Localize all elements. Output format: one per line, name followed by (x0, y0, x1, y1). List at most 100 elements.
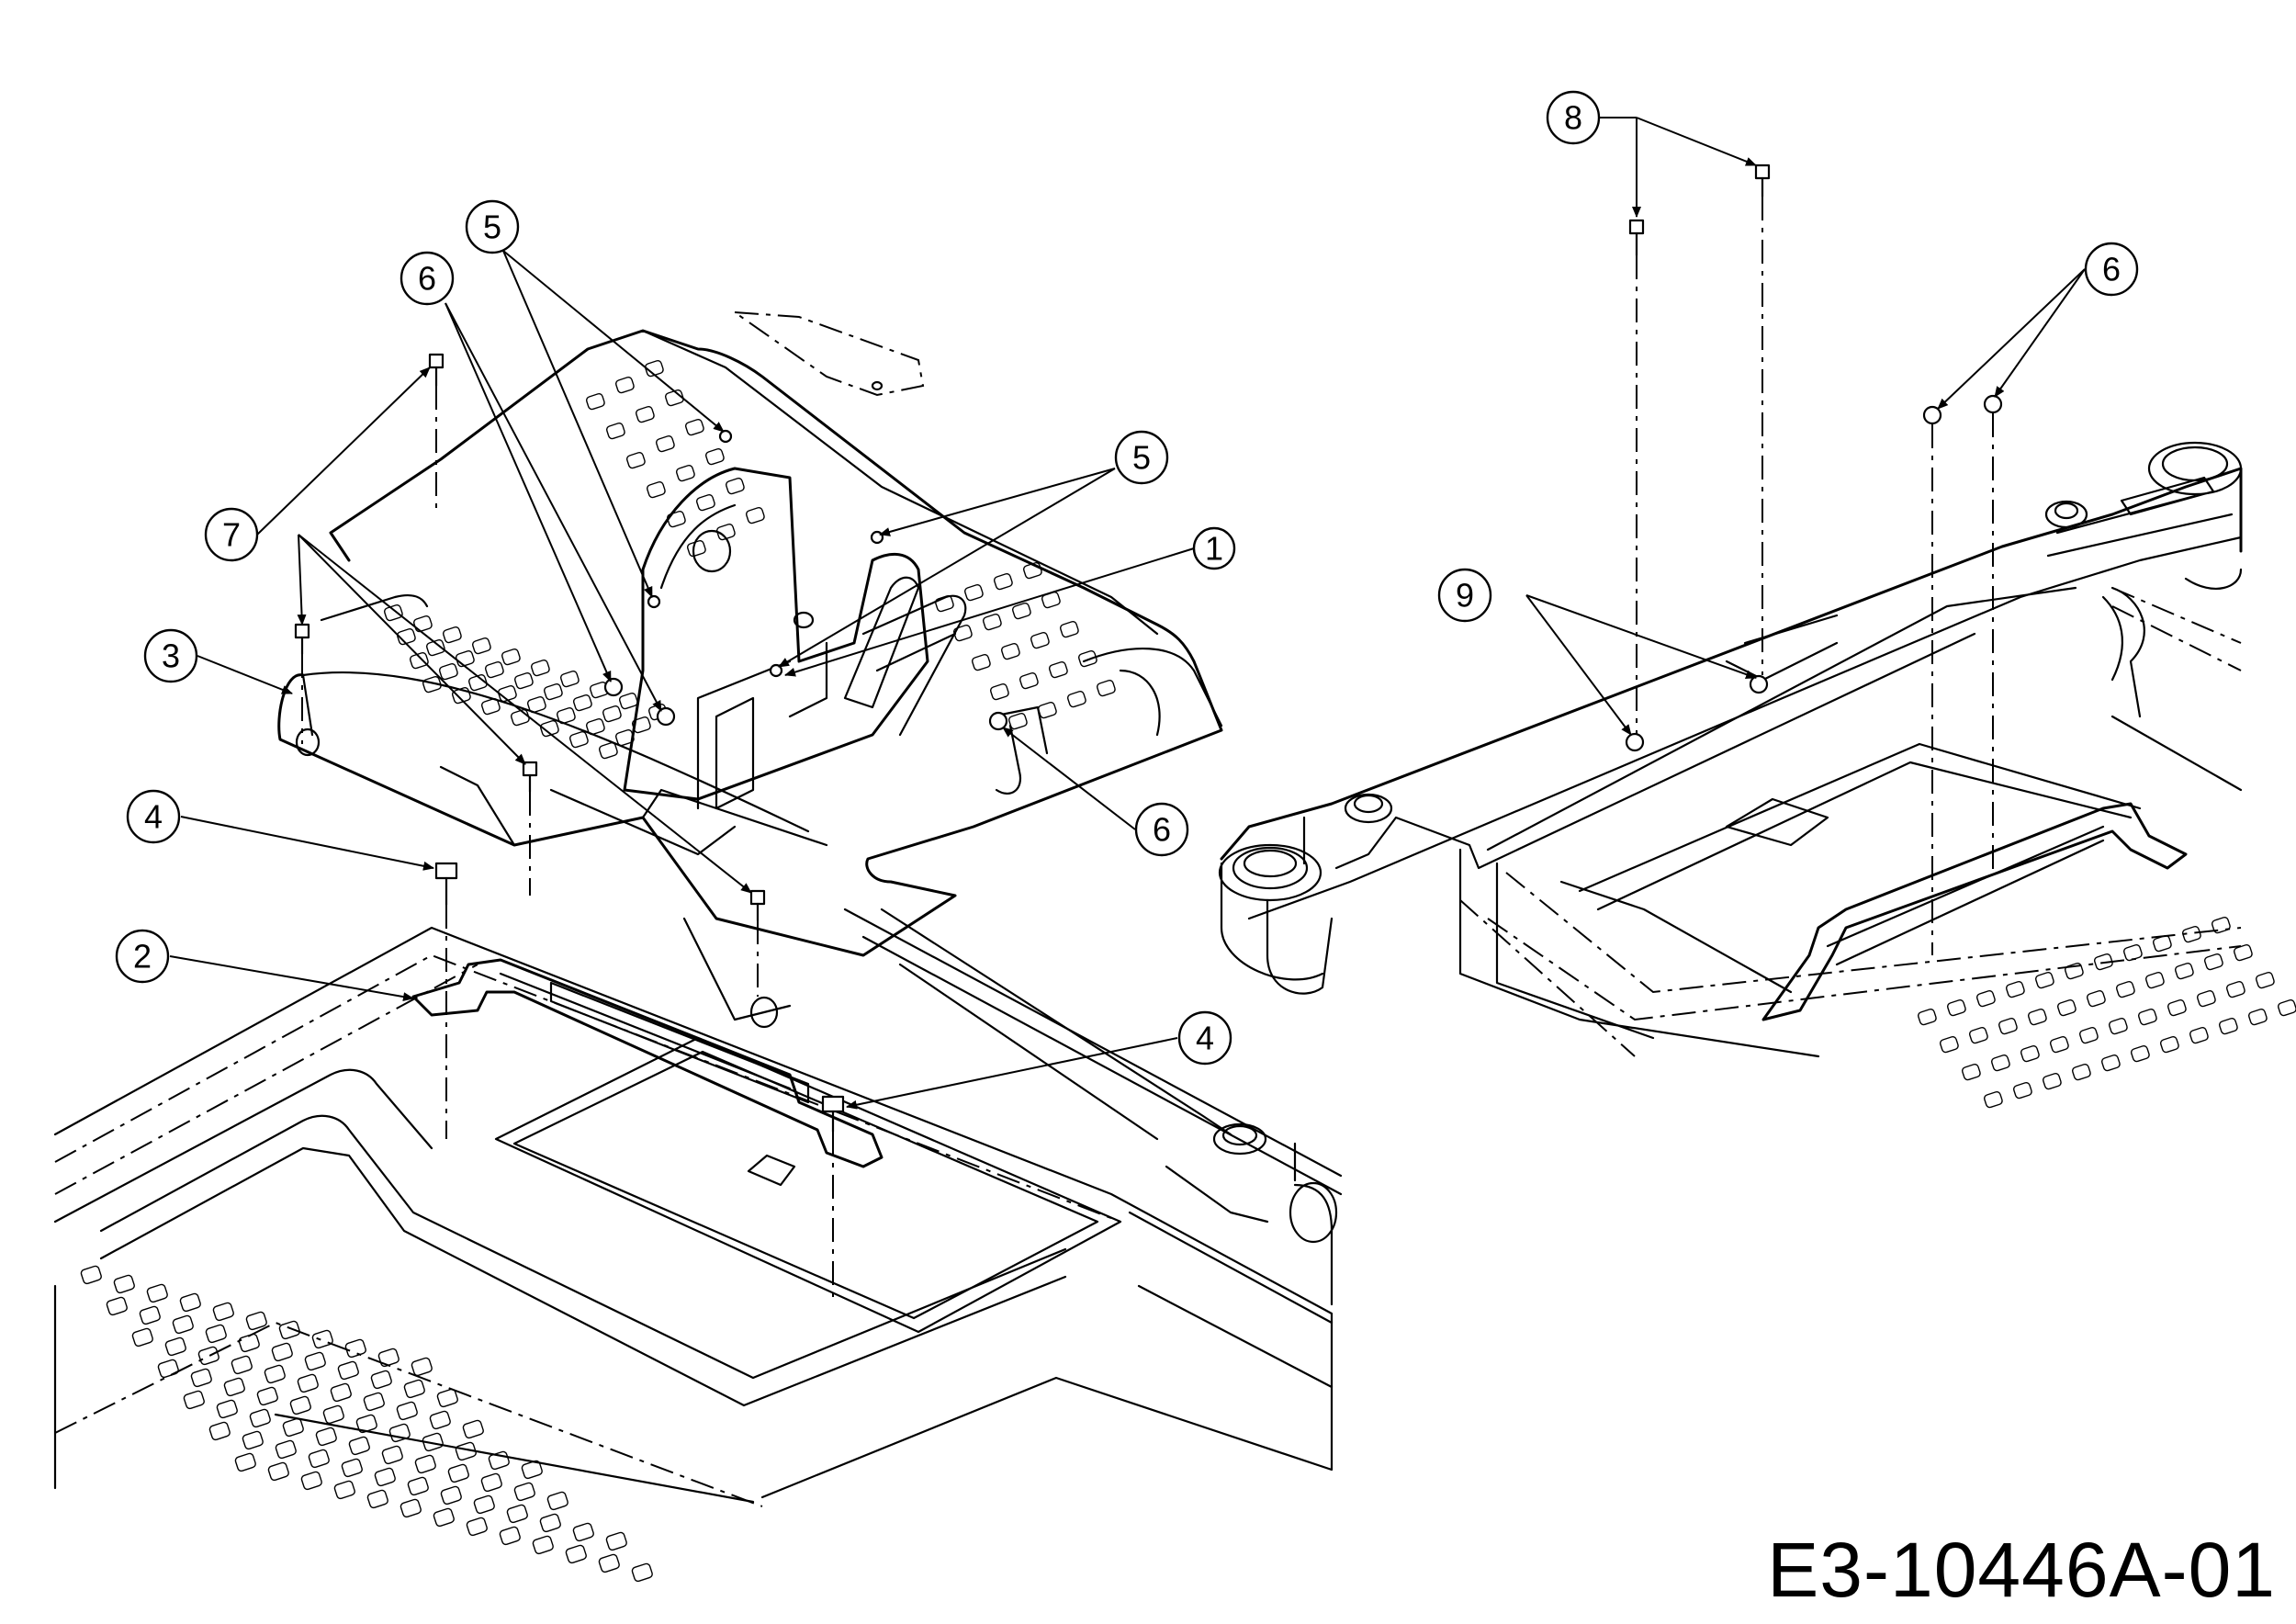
right-deck-holes (1917, 916, 2296, 1109)
square-hole (501, 648, 521, 666)
square-hole (348, 1436, 370, 1456)
square-hole (447, 1463, 469, 1483)
square-hole (2144, 971, 2165, 989)
square-hole (572, 1522, 594, 1542)
callout-5a: 5 (465, 199, 520, 254)
screw-7c (522, 761, 538, 794)
square-hole (635, 405, 655, 423)
square-hole (2159, 1035, 2179, 1054)
square-hole (725, 477, 745, 495)
square-hole (934, 594, 954, 613)
square-hole (952, 624, 973, 642)
square-hole (471, 637, 491, 655)
square-hole (205, 1324, 227, 1344)
bolt-4b (821, 1095, 845, 1133)
svg-text:6: 6 (2102, 251, 2121, 288)
square-hole (183, 1390, 205, 1410)
square-hole (715, 523, 736, 541)
square-hole (614, 728, 635, 747)
square-hole (438, 662, 458, 681)
square-hole (2233, 943, 2253, 962)
square-hole (383, 603, 403, 622)
square-hole (631, 1562, 653, 1583)
bolt-4a (434, 862, 458, 907)
square-hole (2174, 962, 2194, 980)
svg-text:7: 7 (222, 516, 241, 554)
square-hole (546, 1491, 568, 1511)
assembly-lines-left (301, 386, 834, 1304)
square-hole (488, 1450, 510, 1471)
square-hole (396, 627, 416, 646)
square-hole (989, 682, 1009, 701)
part-2-bracket-right (1761, 802, 2188, 1021)
square-hole (2152, 934, 2172, 953)
square-hole (2108, 1017, 2128, 1035)
square-hole (497, 684, 517, 703)
pin-5d (769, 663, 783, 678)
square-hole (442, 626, 462, 644)
square-hole (1019, 671, 1039, 690)
square-hole (526, 695, 546, 714)
square-hole (1968, 1026, 1988, 1044)
square-hole (330, 1382, 352, 1403)
square-hole (675, 464, 695, 482)
square-hole (106, 1296, 128, 1316)
svg-text:4: 4 (1196, 1020, 1214, 1057)
callout-6c: 6 (2084, 242, 2139, 297)
fasteners-left (294, 353, 1008, 1133)
square-hole (2181, 925, 2201, 943)
square-hole (411, 1357, 433, 1377)
square-hole (212, 1302, 234, 1322)
square-hole (2012, 1081, 2032, 1100)
square-hole (2049, 1035, 2069, 1054)
square-hole (646, 480, 666, 499)
square-hole (2189, 1026, 2209, 1044)
part-2-bracket (411, 958, 884, 1168)
square-hole (377, 1348, 400, 1368)
square-hole (1990, 1054, 2010, 1072)
square-hole (400, 1498, 422, 1518)
square-hole (513, 671, 534, 690)
square-hole (473, 1494, 495, 1515)
square-hole (614, 376, 635, 394)
square-hole (208, 1421, 231, 1441)
square-hole (238, 1333, 260, 1353)
square-hole (480, 1472, 502, 1493)
square-hole (1037, 701, 1057, 719)
square-hole (433, 1507, 455, 1528)
square-hole (275, 1439, 297, 1460)
square-hole (455, 649, 475, 668)
svg-text:1: 1 (1205, 530, 1223, 568)
callout-5b: 5 (1114, 430, 1169, 485)
square-hole (565, 1544, 587, 1564)
square-hole (543, 682, 563, 701)
square-hole (2020, 1044, 2040, 1063)
square-hole (2255, 971, 2275, 989)
square-hole (568, 730, 589, 749)
square-hole (585, 392, 605, 411)
nut-6a (603, 677, 624, 697)
square-hole (422, 675, 442, 694)
square-hole (1041, 591, 1061, 609)
square-hole (1917, 1008, 1937, 1026)
square-hole (139, 1305, 161, 1325)
square-hole (333, 1480, 355, 1500)
callout-9: 9 (1437, 568, 1492, 623)
pin-5b (647, 594, 661, 609)
assembly-lines-right (1636, 197, 1994, 955)
square-hole (2115, 980, 2135, 998)
square-hole (381, 1445, 403, 1465)
square-hole (388, 1423, 411, 1443)
callout-7: 7 (204, 507, 259, 562)
square-hole (341, 1458, 363, 1478)
square-hole (304, 1351, 326, 1371)
square-hole (1048, 660, 1068, 679)
square-hole (249, 1408, 271, 1428)
square-hole (216, 1399, 238, 1419)
square-hole (2247, 1008, 2268, 1026)
square-hole (510, 708, 530, 727)
svg-text:9: 9 (1456, 577, 1474, 615)
square-hole (403, 1379, 425, 1399)
left-assembly (53, 310, 1343, 1583)
